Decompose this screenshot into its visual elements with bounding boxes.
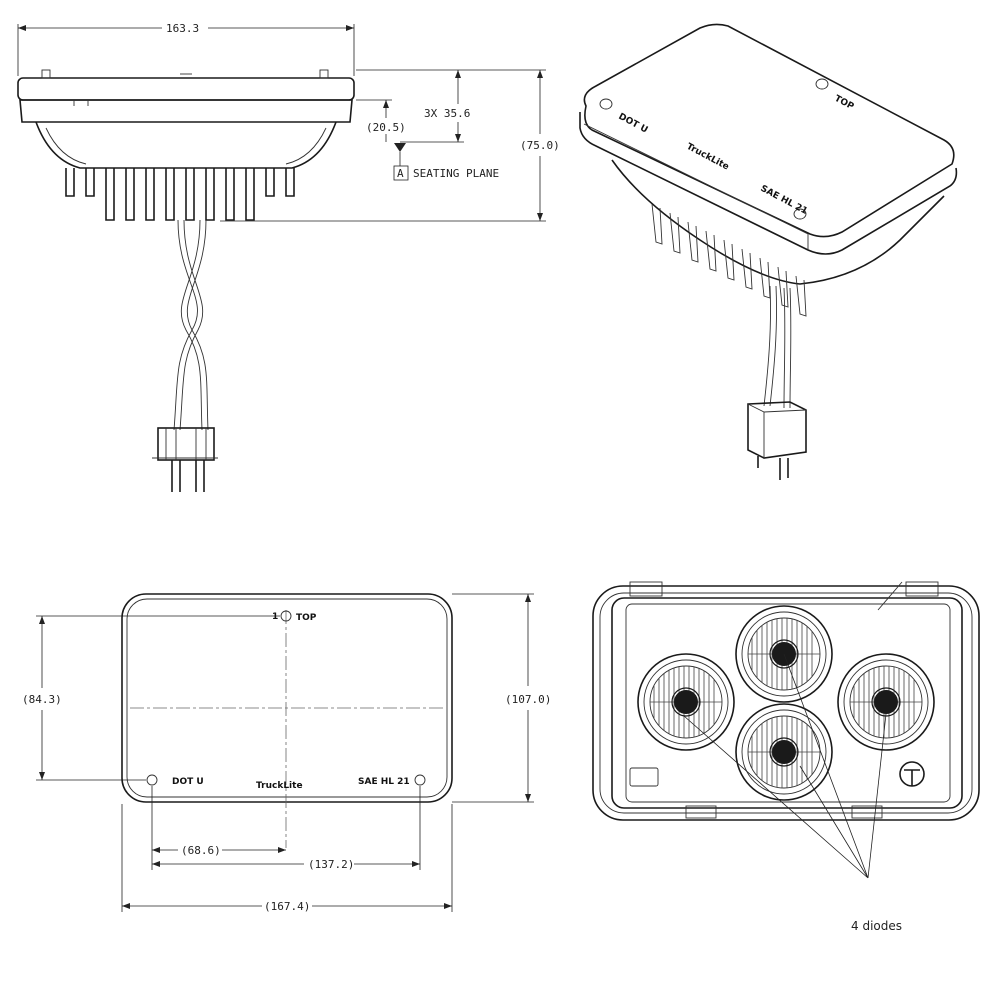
dim-span: (137.2) — [308, 858, 354, 871]
diode — [637, 653, 735, 751]
diode-group — [637, 605, 935, 801]
fin — [105, 168, 115, 221]
lamp-top-face — [583, 23, 955, 238]
fin — [85, 168, 95, 197]
lens-view — [592, 581, 980, 879]
diodes-caption: 4 diodes — [851, 919, 902, 933]
isometric-view: TOP DOT U TruckLite SAE HL 21 — [579, 23, 958, 480]
front-dot-label: DOT U — [172, 777, 204, 787]
iso-connector — [747, 401, 807, 459]
lens-inner-frame — [611, 597, 963, 809]
wire-2 — [180, 219, 203, 431]
front-view: 1 TOP DOT U TruckLite SAE HL 21 (84.3) (… — [22, 593, 551, 913]
iso-fin — [759, 257, 771, 299]
iso-fin — [651, 203, 663, 245]
iso-fin — [777, 266, 789, 308]
fin — [225, 168, 235, 221]
front-outline — [121, 593, 453, 803]
iso-fin — [669, 212, 681, 254]
heat-sink-fins — [65, 168, 295, 221]
fin — [205, 168, 215, 221]
right-mount-hole — [414, 774, 426, 786]
dim-seat-label: (20.5) — [366, 121, 406, 134]
housing-body — [35, 121, 337, 169]
dim-pitch-label: 3X 35.6 — [424, 107, 470, 120]
lens-badge — [629, 767, 659, 787]
iso-sae-label: SAE HL 21 — [759, 184, 809, 217]
dim-width-label: 163.3 — [166, 22, 199, 35]
iso-fin — [795, 275, 807, 317]
fin — [285, 168, 295, 197]
housing-band — [19, 99, 353, 123]
front-sae-label: SAE HL 21 — [358, 777, 410, 787]
iso-wire — [763, 285, 771, 407]
iso-fin — [705, 230, 717, 272]
lens-tab — [629, 581, 663, 597]
left-mount-hole — [146, 774, 158, 786]
fin — [265, 168, 275, 197]
fin — [245, 168, 255, 221]
dim-height-outer: (107.0) — [505, 693, 551, 706]
fin — [125, 168, 135, 221]
fin — [145, 168, 155, 221]
front-brand-label: TruckLite — [256, 781, 303, 791]
datum-triangle — [394, 143, 406, 152]
dim-half: (68.6) — [181, 844, 221, 857]
mount-pin — [599, 98, 613, 110]
fin — [165, 168, 175, 221]
lamp-side-faces — [579, 112, 958, 255]
iso-dot-label: DOT U — [617, 112, 650, 136]
fin — [65, 168, 75, 197]
housing-top — [17, 77, 355, 101]
fin — [185, 168, 195, 221]
diode — [735, 605, 833, 703]
iso-fin — [687, 221, 699, 263]
iso-brand-label: TruckLite — [685, 142, 731, 173]
diode-leader-lines — [683, 653, 887, 879]
top-mount-hole — [280, 610, 292, 622]
datum-letter: A — [397, 167, 404, 180]
front-top-label: TOP — [296, 613, 317, 623]
dim-height-inner: (84.3) — [22, 693, 62, 706]
iso-fin — [723, 239, 735, 281]
seating-plane-label: SEATING PLANE — [413, 167, 499, 180]
iso-top-label: TOP — [833, 94, 856, 113]
connector-body — [157, 427, 215, 461]
iso-terminals — [757, 456, 789, 480]
wire-1 — [173, 219, 198, 431]
iso-fin — [741, 248, 753, 290]
diode — [837, 653, 935, 751]
point-marker: 1 — [272, 612, 278, 622]
dim-width: (167.4) — [264, 900, 310, 913]
datum-box — [393, 165, 409, 181]
dim-depth-label: (75.0) — [520, 139, 560, 152]
diode — [735, 703, 833, 801]
lens-outer-frame — [592, 585, 980, 821]
side-view: 163.3 (75.0) 3X 35.6 (20.5) A SEATING PL… — [17, 22, 560, 492]
lamp-housing-lower — [611, 159, 945, 285]
